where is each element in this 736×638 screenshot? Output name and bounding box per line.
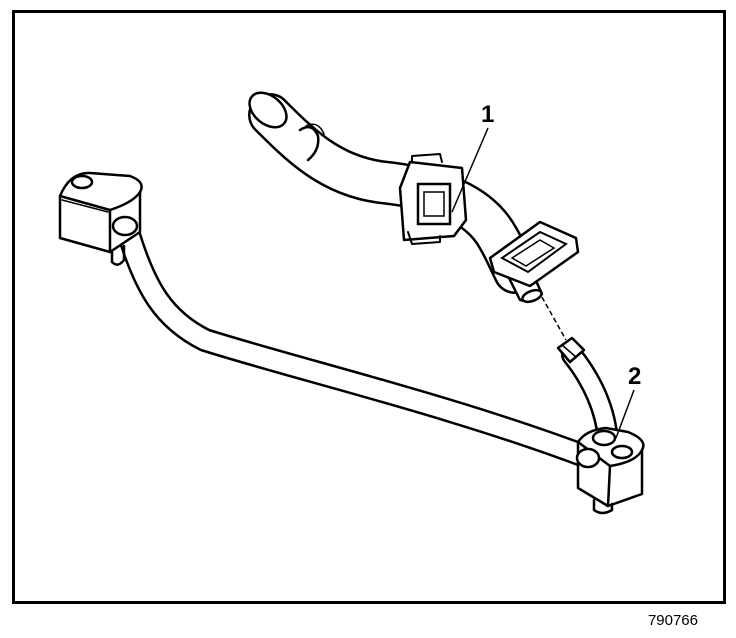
callout-1: 1: [481, 101, 495, 128]
figure-number: 790766: [647, 612, 698, 629]
tube-connector: [556, 336, 586, 364]
metal-pipe: [115, 216, 602, 470]
hose-clamp-upper: [398, 153, 468, 245]
leader-line-1: [451, 127, 489, 213]
right-mounting-block: [575, 426, 645, 515]
left-mounting-block: [58, 171, 143, 266]
alignment-line: [537, 289, 567, 341]
leader-line-2: [615, 389, 635, 439]
callout-2: 2: [628, 363, 642, 390]
hose-clamp-lower: [488, 220, 580, 288]
